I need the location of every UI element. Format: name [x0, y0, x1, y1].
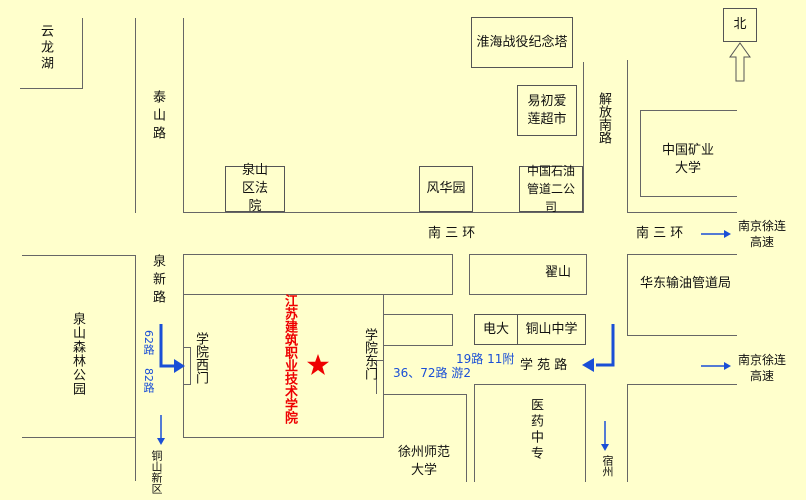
road-line — [586, 254, 587, 295]
road-line — [183, 212, 583, 213]
road-line — [135, 18, 136, 213]
north-compass: 北 — [723, 8, 757, 42]
jiefang-south-road-label: 解放南路 — [596, 92, 611, 144]
medical-school-label: 医药中专 — [528, 398, 543, 462]
cumt-text: 中国矿业大学 — [661, 143, 714, 176]
zhaishan-label: 翟山 — [545, 265, 572, 280]
west-gate-marker — [183, 384, 191, 385]
yunlong-lake-label: 云龙湖 — [38, 24, 53, 72]
nanjing-expressway-text-1: 南京徐连高速 — [737, 219, 786, 249]
road-line — [583, 62, 584, 213]
nansanhuan-label-west: 南 三 环 — [428, 226, 476, 241]
north-label: 北 — [733, 17, 747, 32]
yichu-supermarket-label: 易初爱莲超市 — [527, 93, 567, 127]
nanjing-expressway-label-2: 南京徐连高速 — [734, 350, 790, 386]
power-university-label: 电大 — [482, 321, 509, 337]
east-gate-marker — [376, 360, 377, 394]
power-university: 电大 — [474, 314, 518, 345]
tongshan-new-district-label: 铜山新区 — [150, 450, 163, 494]
east-gate-marker — [376, 360, 384, 361]
road-line — [183, 437, 383, 438]
route-arrow-down-icon — [601, 421, 609, 451]
west-gate-marker — [190, 347, 191, 385]
route-arrow-down-icon — [157, 415, 165, 445]
road-line — [383, 345, 453, 346]
suzhou-label: 宿州 — [601, 455, 614, 477]
west-gate-marker — [183, 347, 191, 348]
nanjing-expressway-label-1: 南京徐连高速 — [734, 216, 790, 252]
road-line — [183, 18, 184, 213]
road-line — [469, 254, 586, 255]
east-pipeline-bureau-label: 华东输油管道局 — [640, 276, 732, 291]
road-line — [22, 255, 135, 256]
road-line — [183, 254, 184, 295]
north-arrow-icon — [729, 42, 751, 82]
road-line — [383, 314, 453, 315]
bus-route-82: 82路 — [142, 368, 155, 393]
college-name-label: 江苏建筑职业技术学院 — [282, 294, 297, 424]
road-line — [640, 196, 737, 197]
road-line — [383, 294, 384, 394]
west-entrance-arrow-icon — [159, 324, 185, 373]
quanshan-court: 泉山区法院 — [225, 163, 285, 214]
road-line — [469, 254, 470, 295]
sinopec-pipeline-company: 中国石油管道二公司 — [519, 164, 583, 214]
road-line — [452, 314, 453, 346]
quanshan-forest-park-label: 泉山森林公园 — [70, 312, 85, 396]
road-line — [627, 335, 737, 336]
road-line — [474, 384, 585, 385]
tongshan-middle-label: 铜山中学 — [525, 321, 578, 337]
tongshan-middle-school: 铜山中学 — [518, 314, 586, 345]
road-line — [627, 384, 628, 482]
xueyuan-road-label: 学 苑 路 — [520, 358, 568, 373]
huaihai-memorial-label: 淮海战役纪念塔 — [476, 34, 568, 50]
huaihai-memorial: 淮海战役纪念塔 — [471, 17, 573, 68]
road-line — [183, 294, 453, 295]
road-line — [82, 18, 83, 89]
road-line — [469, 294, 586, 295]
quanshan-court-label: 泉山区法院 — [241, 163, 268, 214]
cumt-label: 中国矿业大学 — [642, 140, 734, 180]
college-location-star-icon — [307, 354, 329, 375]
yichu-supermarket: 易初爱莲超市 — [517, 85, 577, 136]
road-line — [640, 110, 641, 196]
road-line — [627, 384, 737, 385]
road-line — [466, 394, 467, 482]
bus-routes-east-gate: 36、72路 游2 — [393, 366, 471, 380]
route-arrow-right-icon — [701, 230, 731, 238]
road-line — [585, 384, 586, 482]
sinopec-pipeline-label: 中国石油管道二公司 — [526, 164, 575, 214]
taishan-road-label: 泰山路 — [150, 90, 165, 144]
road-line — [640, 110, 737, 111]
fenghua-garden: 风华园 — [419, 166, 473, 212]
road-line — [627, 254, 737, 255]
xuzhou-normal-univ-label: 徐州师范大学 — [384, 442, 464, 482]
bus-routes-19-11: 19路 11附 — [456, 352, 515, 366]
road-line — [20, 88, 82, 89]
east-gate-label: 学院东门 — [362, 328, 377, 380]
route-arrow-right-icon — [701, 362, 731, 370]
road-line — [474, 384, 475, 482]
road-line — [452, 254, 453, 295]
nanjing-expressway-text-2: 南京徐连高速 — [737, 353, 786, 383]
quanxin-road-label: 泉新路 — [150, 254, 165, 308]
fenghua-garden-label: 风华园 — [426, 181, 466, 196]
bus-route-62: 62路 — [142, 330, 155, 355]
road-line — [383, 394, 384, 438]
road-line — [627, 254, 628, 335]
road-line — [183, 254, 453, 255]
road-line — [627, 212, 737, 213]
nansanhuan-label-east: 南 三 环 — [636, 226, 684, 241]
road-line — [22, 437, 135, 438]
road-line — [627, 60, 628, 213]
west-gate-label: 学院西门 — [193, 332, 208, 384]
xueyuan-entrance-arrow-icon — [582, 324, 615, 372]
xuzhou-normal-text: 徐州师范大学 — [397, 445, 450, 478]
road-line — [383, 394, 466, 395]
road-line — [135, 255, 136, 481]
